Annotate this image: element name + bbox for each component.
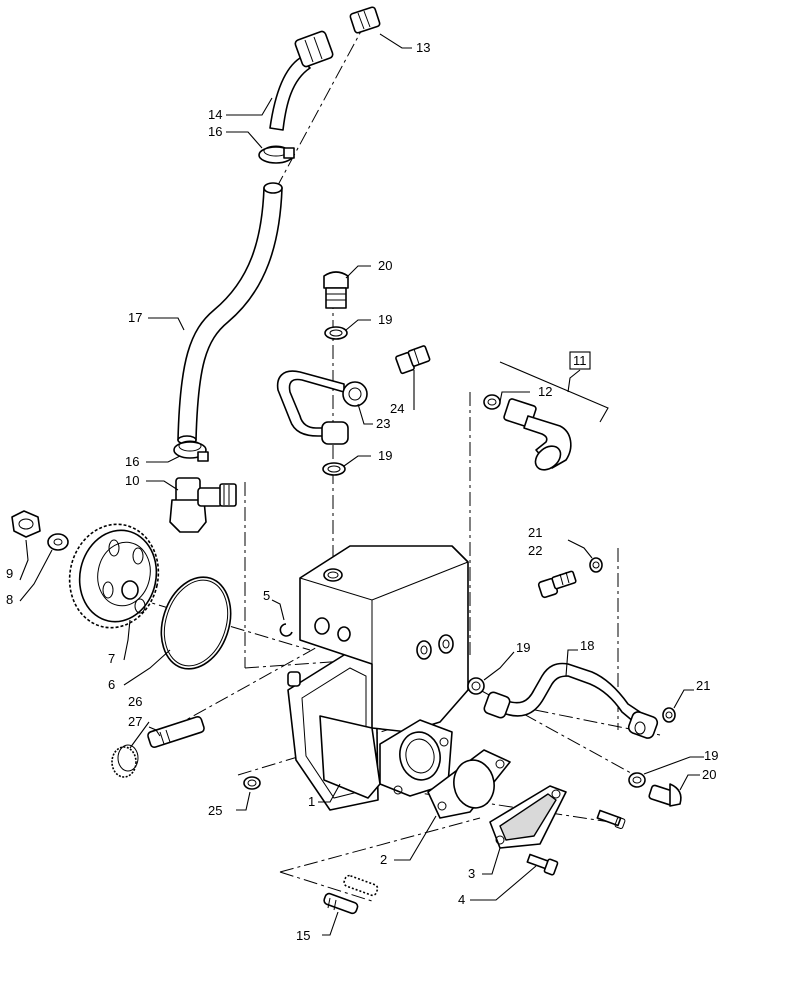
callout-16-bottom: 16: [125, 454, 139, 469]
callout-8: 8: [6, 592, 13, 607]
callout-5: 5: [263, 588, 270, 603]
callout-22: 22: [528, 543, 542, 558]
callout-6: 6: [108, 677, 115, 692]
callout-4: 4: [458, 892, 465, 907]
callout-16-top: 16: [208, 124, 222, 139]
callout-21-a: 21: [528, 525, 542, 540]
sealing-washer-19-b: [322, 462, 346, 476]
sealing-washer-21-a: [589, 557, 603, 573]
bent-line-23: [276, 370, 368, 445]
callout-24: 24: [390, 401, 404, 416]
callout-9: 9: [6, 566, 13, 581]
callout-2: 2: [380, 852, 387, 867]
cover-plate-3: [489, 785, 567, 849]
callout-18: 18: [580, 638, 594, 653]
sealing-washer-19-d: [628, 772, 646, 788]
callout-10: 10: [125, 473, 139, 488]
callout-3: 3: [468, 866, 475, 881]
bolt-4: [526, 853, 559, 876]
stud-15-upper: [343, 874, 379, 897]
sealing-washer-19-a: [324, 326, 348, 340]
nut-9: [11, 510, 41, 538]
gear-7: [68, 523, 160, 629]
banjo-bolt-20-top: [323, 271, 349, 309]
callout-11: 11: [573, 353, 587, 368]
callout-20-top: 20: [378, 258, 392, 273]
callout-23: 23: [376, 416, 390, 431]
fitting-24: [395, 345, 431, 375]
banjo-bolt-22: [537, 570, 577, 599]
callout-19-c: 19: [516, 640, 530, 655]
return-line-18: [483, 662, 659, 739]
callout-labels: 13 14 16 17 20 19 11 12 24 23 19 16 10 2…: [6, 40, 718, 943]
fitting-13: [349, 6, 381, 34]
callout-27: 27: [128, 714, 142, 729]
callout-7: 7: [108, 651, 115, 666]
washer-8: [47, 533, 69, 551]
callout-12: 12: [538, 384, 552, 399]
callout-19-b: 19: [378, 448, 392, 463]
sealing-washer-19-c: [467, 677, 485, 695]
washer-25: [243, 776, 261, 790]
o-ring-6: [160, 576, 232, 670]
callout-25: 25: [208, 803, 222, 818]
elbow-adapter-11: [483, 361, 609, 471]
callout-20-bottom: 20: [702, 767, 716, 782]
callout-19-d: 19: [704, 748, 718, 763]
pinion-27: [111, 744, 139, 778]
callout-17: 17: [128, 310, 142, 325]
bent-tube-14: [269, 30, 334, 131]
leader-lines: [19, 33, 704, 936]
pump-housing-1: [287, 545, 469, 811]
hose-clamp-16-bottom: [173, 440, 209, 462]
shaft-26: [147, 715, 205, 749]
callout-1: 1: [308, 794, 315, 809]
sealing-washer-21-b: [662, 707, 676, 723]
snap-ring-5: [279, 623, 293, 637]
banjo-bolt-20-bottom: [648, 783, 682, 807]
bolt-4-upper: [596, 809, 626, 830]
elbow-fitting-10: [169, 477, 237, 533]
gasket-2: [427, 749, 511, 819]
callout-13: 13: [416, 40, 430, 55]
callout-26: 26: [128, 694, 142, 709]
callout-21-b: 21: [696, 678, 710, 693]
callout-15: 15: [296, 928, 310, 943]
hose-17: [177, 182, 283, 445]
stud-15: [323, 892, 359, 915]
callout-19-a: 19: [378, 312, 392, 327]
callout-14: 14: [208, 107, 222, 122]
hose-clamp-16-top: [258, 145, 295, 164]
callout-11-frame: [569, 351, 591, 370]
